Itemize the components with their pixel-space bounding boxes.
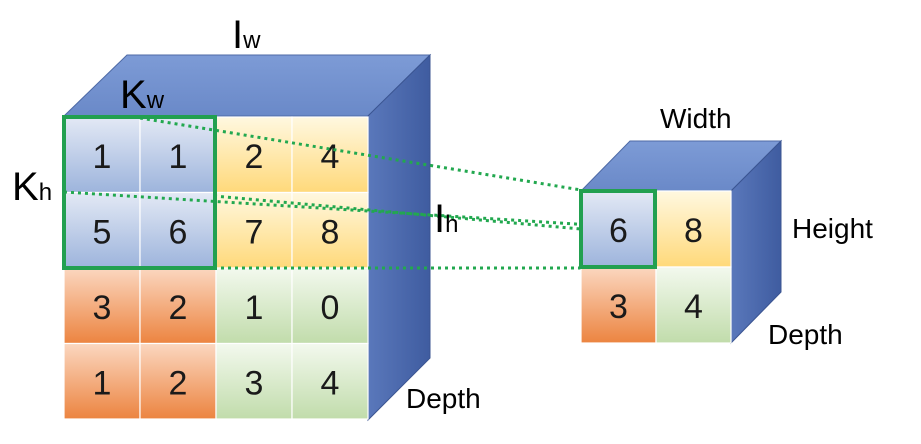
input-cell-value: 1 <box>245 289 264 327</box>
input-cube-side-face <box>367 53 431 422</box>
input-cell-value: 3 <box>245 364 264 402</box>
output-width-label: Width <box>660 103 732 134</box>
input-cell <box>63 267 141 345</box>
input-cell-value: 1 <box>169 138 188 176</box>
input-width-label: Iw <box>232 13 261 57</box>
input-cell-value: 5 <box>93 213 112 251</box>
input-cell-value: 7 <box>245 213 264 251</box>
input-cell <box>139 342 217 420</box>
projection-line-upper-middle <box>213 194 582 231</box>
input-cell-value: 4 <box>321 364 340 402</box>
input-height-label: Ih <box>434 197 458 241</box>
input-cell <box>63 191 141 269</box>
output-height-label: Height <box>792 213 873 244</box>
output-cell-value: 6 <box>609 212 628 250</box>
input-cell-value: 6 <box>169 213 188 251</box>
kernel-projection-lines <box>63 116 656 270</box>
kernel-width-label: Kw <box>120 73 165 117</box>
input-cell-value: 1 <box>93 138 112 176</box>
output-cell <box>580 266 657 344</box>
input-cell-value: 0 <box>321 289 340 327</box>
kernel-window-outline <box>62 115 217 270</box>
output-kernel-result-outline <box>579 189 657 269</box>
output-cell-value: 8 <box>684 212 703 250</box>
input-cell <box>139 267 217 345</box>
output-cell <box>655 266 732 344</box>
input-cell-value: 2 <box>245 138 264 176</box>
output-cube: 6 8 3 4 <box>579 139 783 345</box>
input-cell-value: 8 <box>321 213 340 251</box>
projection-line-top <box>139 116 582 192</box>
input-cell-value: 2 <box>169 364 188 402</box>
input-cell <box>291 116 369 194</box>
input-cell-value: 1 <box>93 364 112 402</box>
input-cell <box>291 342 369 420</box>
input-cell <box>215 116 293 194</box>
input-cube: 1 1 2 4 5 6 7 8 3 2 1 0 1 2 3 4 <box>62 53 432 422</box>
input-cell-value: 3 <box>93 289 112 327</box>
output-cell-value: 4 <box>684 288 703 326</box>
input-grid: 1 1 2 4 5 6 7 8 3 2 1 0 1 2 3 4 <box>63 116 369 420</box>
output-cell-value: 3 <box>609 288 628 326</box>
kernel-height-label: Kh <box>12 165 52 209</box>
input-cube-top-face <box>62 54 432 117</box>
input-cell <box>63 116 141 194</box>
input-cell-value: 4 <box>321 138 340 176</box>
output-depth-label: Depth <box>768 319 843 350</box>
projection-line-middle <box>63 190 656 231</box>
input-depth-label: Depth <box>406 383 481 414</box>
input-cell <box>63 342 141 420</box>
output-grid: 6 8 3 4 <box>580 190 732 344</box>
input-cell-value: 2 <box>169 289 188 327</box>
